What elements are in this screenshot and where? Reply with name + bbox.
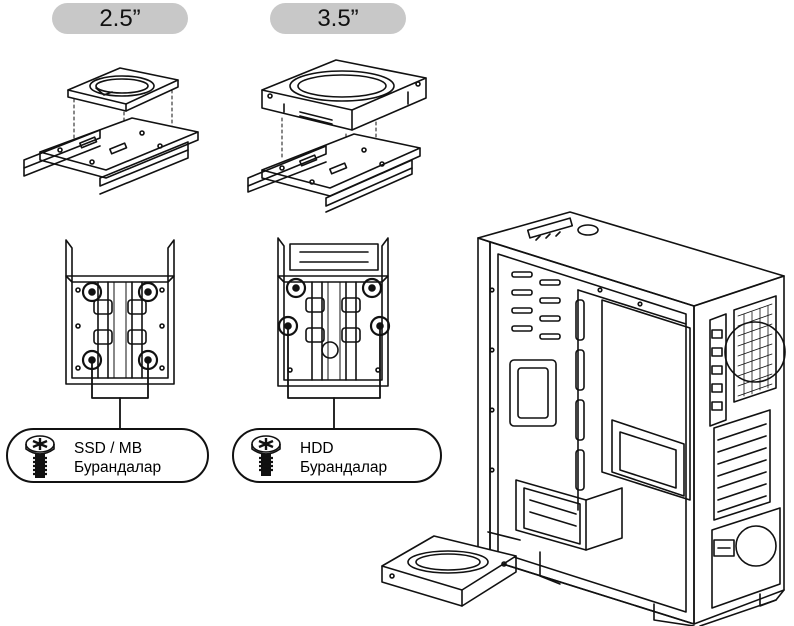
bracket-2-5-front-view [66, 240, 174, 430]
bracket-3-5-inch [248, 134, 420, 212]
size-label-3-5-inch: 3.5” [270, 3, 406, 34]
callout-ssd-mb-screws: SSD / MB Бурандалар [6, 428, 209, 483]
flat-head-screw-icon [25, 435, 55, 478]
drive-2-5-inch [68, 68, 178, 111]
bracket-2-5-inch [24, 118, 198, 194]
drive-being-inserted [382, 536, 516, 606]
bracket-3-5-front-view [278, 238, 389, 430]
callout-ssd-title: SSD / MB [74, 440, 143, 457]
size-label-2-5-text: 2.5” [99, 4, 141, 32]
size-label-2-5-inch: 2.5” [52, 3, 188, 34]
pc-case [478, 212, 785, 626]
callout-hdd-title: HDD [300, 440, 334, 457]
callout-hdd-text: HDD Бурандалар [300, 439, 387, 477]
callout-hdd-screws: HDD Бурандалар [232, 428, 442, 483]
hex-head-screw-icon [251, 435, 281, 476]
callout-ssd-subtitle: Бурандалар [74, 459, 162, 476]
callout-hdd-subtitle: Бурандалар [300, 459, 388, 476]
size-label-3-5-text: 3.5” [317, 4, 359, 32]
drive-3-5-inch [262, 60, 426, 130]
callout-ssd-text: SSD / MB Бурандалар [74, 439, 161, 477]
